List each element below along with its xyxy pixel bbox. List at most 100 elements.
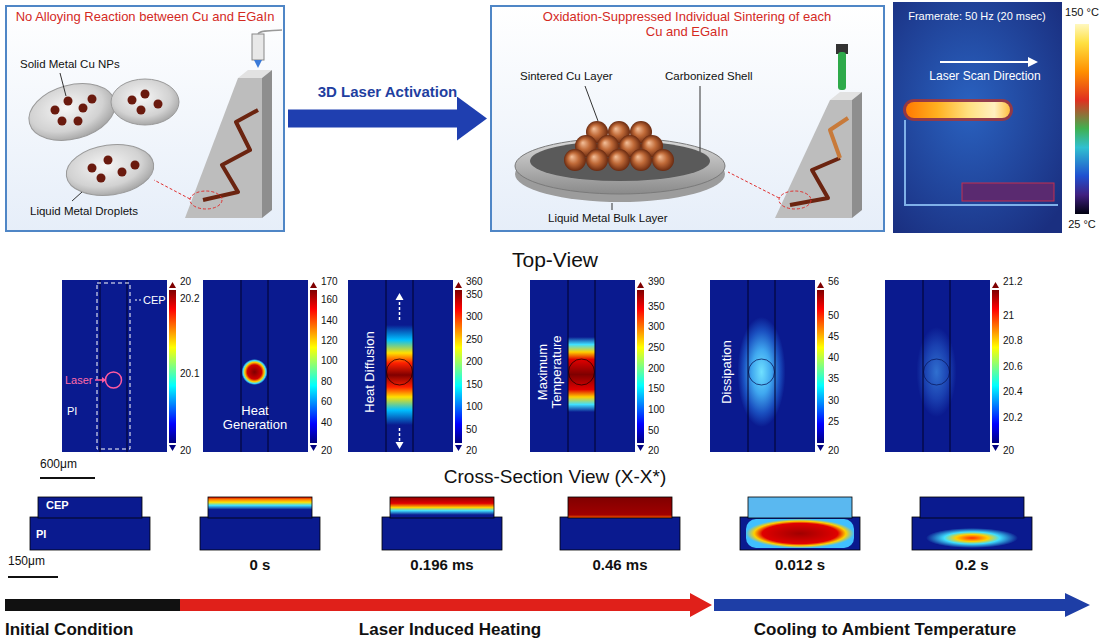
arrow-label: 3D Laser Activation xyxy=(318,83,458,100)
substrate-stand xyxy=(185,78,262,218)
color-bar xyxy=(1075,24,1089,214)
zoom-line xyxy=(728,172,779,198)
printed-trace xyxy=(203,110,258,200)
sim-panel xyxy=(348,280,462,452)
panel-background xyxy=(490,5,885,232)
colorbar-tick: 120 xyxy=(321,335,338,347)
colorbar-tick: 40 xyxy=(321,417,332,429)
colorbar-tick: 150 xyxy=(466,379,483,391)
nozzle-tube xyxy=(258,30,282,34)
colorbar-tick: 300 xyxy=(648,321,665,333)
part-label: Liquid Metal Bulk Layer xyxy=(548,212,668,225)
scan-direction-label: Laser Scan Direction xyxy=(929,70,1040,84)
colorbar-tick: 250 xyxy=(466,334,483,346)
laser-label: Laser xyxy=(65,374,93,387)
dispensing-nozzle xyxy=(252,34,264,60)
frame-rate-note: Framerate: 50 Hz (20 msec) xyxy=(908,10,1046,23)
sim-panel xyxy=(885,280,999,452)
sintered-trace xyxy=(830,118,848,158)
colorbar-tick: 40 xyxy=(828,352,839,364)
stage-label: Dissipation xyxy=(720,340,734,404)
process-panel: No Alloying Reaction between Cu and EGaI… xyxy=(5,5,285,232)
colorbar-tick: 25 xyxy=(828,416,839,428)
part-label: Liquid Metal Droplets xyxy=(30,205,138,218)
colorbar-tick: 350 xyxy=(648,301,665,313)
colorbar-tick: 21.2 xyxy=(1003,276,1022,288)
leader-line xyxy=(72,192,82,201)
colorbar-tick: 50 xyxy=(466,424,477,436)
thermal-image-panel: Framerate: 50 Hz (20 msec) Laser Scan Dir… xyxy=(893,2,1062,233)
stage-label: Maximum Temperature xyxy=(536,327,565,417)
colorbar-tick: 200 xyxy=(466,356,483,368)
colorbar-tick: 20.8 xyxy=(1003,335,1022,347)
colorbar-tick: 80 xyxy=(321,376,332,388)
scale-bar xyxy=(8,576,58,578)
leader-line xyxy=(700,86,701,152)
panel-title: No Alloying Reaction between Cu and EGaI… xyxy=(10,10,280,25)
cu-nanoparticles xyxy=(51,90,163,183)
scan-arrow xyxy=(940,61,1028,63)
printed-trace xyxy=(790,158,840,205)
colorbar-tick: 20.1 xyxy=(180,368,199,380)
colorbar-tick: 200 xyxy=(648,363,665,375)
panel-title: Oxidation-Suppressed Individual Sinterin… xyxy=(542,10,832,40)
colorbar-tick: 150 xyxy=(648,383,665,395)
time-label: 0.46 ms xyxy=(592,556,647,573)
colorbar-tick: 20 xyxy=(180,276,191,288)
colorbar-tick: 20 xyxy=(321,445,332,457)
colorbar-tick: 100 xyxy=(466,401,483,413)
cross-section xyxy=(200,497,320,550)
leader-line xyxy=(60,73,66,96)
scan-arrow xyxy=(1028,57,1038,67)
colorbar-tick: 360 xyxy=(466,276,483,288)
sim-panel xyxy=(530,280,644,452)
hot-spot-halo xyxy=(903,99,1013,121)
liquid-metal-droplet xyxy=(63,139,157,201)
phase-label: Initial Condition xyxy=(5,620,133,640)
cross-section xyxy=(740,497,860,550)
colorbar-tick: 20.6 xyxy=(1003,361,1022,373)
colorbar-label: 150 °C xyxy=(1065,6,1099,19)
colorbar-tick: 20.4 xyxy=(1003,386,1022,398)
colorbar-tick: 20 xyxy=(1003,445,1014,457)
layer-label: PI xyxy=(36,528,46,541)
colorbar-tick: 56 xyxy=(828,276,839,288)
colorbar-tick: 170 xyxy=(321,276,338,288)
colorbar-tick: 390 xyxy=(648,276,665,288)
stage-label: Heat Generation xyxy=(215,404,295,433)
section-heading: Top-View xyxy=(512,248,598,272)
warm-pad xyxy=(962,183,1054,201)
sim-panel xyxy=(62,280,176,452)
scale-bar xyxy=(40,477,95,479)
timeline-arrow xyxy=(180,593,712,617)
zoom-line xyxy=(154,180,190,199)
scale-label: 150μm xyxy=(8,555,45,569)
panel-background xyxy=(5,5,285,232)
liquid-metal-droplet xyxy=(111,79,179,125)
zoom-marker xyxy=(190,191,222,209)
hot-spot xyxy=(906,102,1010,118)
colorbar-tick: 20 xyxy=(648,445,659,457)
process-arrow xyxy=(288,110,457,128)
phase-label: Cooling to Ambient Temperature xyxy=(754,620,1017,640)
sintered-cu-particles xyxy=(564,121,674,171)
scale-label: 600μm xyxy=(40,458,77,472)
time-label: 0.012 s xyxy=(775,556,825,573)
nozzle-tip xyxy=(254,60,262,68)
cross-section xyxy=(30,497,150,550)
laser-head xyxy=(838,52,846,90)
colorbar-tick: 100 xyxy=(321,356,338,368)
cross-section xyxy=(382,497,502,550)
colorbar-tick: 20 xyxy=(828,445,839,457)
colorbar-tick: 50 xyxy=(828,310,839,322)
time-label: 0.2 s xyxy=(955,556,988,573)
colorbar-tick: 20 xyxy=(180,445,191,457)
section-heading: Cross-Section View (X-X*) xyxy=(444,466,666,488)
colorbar-label: 25 °C xyxy=(1068,218,1096,231)
colorbar-tick: 300 xyxy=(466,311,483,323)
part-label: Solid Metal Cu NPs xyxy=(20,58,120,71)
stage-label: Heat Diffusion xyxy=(363,331,377,412)
substrate-stand xyxy=(775,100,852,218)
